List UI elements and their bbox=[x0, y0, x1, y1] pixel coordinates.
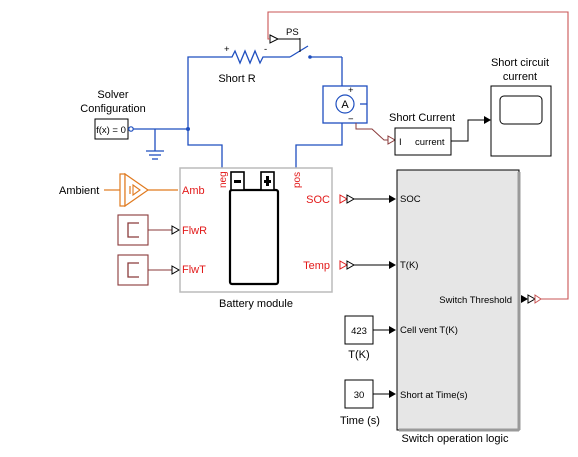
battery-module-block[interactable] bbox=[179, 167, 333, 293]
scope-block[interactable] bbox=[490, 85, 552, 157]
arrow-flwt bbox=[171, 265, 181, 275]
switch-operation-logic-block[interactable] bbox=[396, 169, 521, 432]
ammeter-minus: − bbox=[348, 114, 354, 125]
ps-switch[interactable]: PS bbox=[269, 27, 342, 59]
arrow-const-423 bbox=[389, 326, 396, 334]
short-r-minus: - bbox=[264, 44, 267, 55]
short-current-block[interactable]: I current bbox=[394, 127, 452, 156]
short-r-label: Short R bbox=[218, 73, 255, 85]
logic-label: Switch operation logic bbox=[401, 433, 509, 445]
scope-title-line2: current bbox=[503, 71, 537, 83]
battery-flwt-port: FlwT bbox=[182, 264, 206, 276]
ammeter-block[interactable]: A + − bbox=[322, 85, 368, 125]
wire-threshold-feedback bbox=[267, 11, 569, 300]
short-r-plus: + bbox=[224, 44, 230, 55]
logic-in-soc: SOC bbox=[400, 194, 421, 205]
short-r-resistor[interactable]: + - bbox=[224, 44, 270, 65]
solver-configuration-block[interactable]: f(x) = 0 bbox=[94, 118, 129, 140]
scope-title-line1: Short circuit bbox=[491, 57, 549, 69]
signal-temp bbox=[339, 260, 396, 270]
signal-soc bbox=[339, 194, 396, 204]
logic-in-tk: T(K) bbox=[400, 260, 418, 271]
arrow-const-30 bbox=[389, 390, 396, 398]
battery-soc-port: SOC bbox=[306, 194, 330, 206]
ps-label: PS bbox=[286, 27, 299, 38]
ammeter-plus: + bbox=[348, 85, 354, 96]
solver-title-line1: Solver bbox=[97, 89, 129, 101]
solver-title-line2: Configuration bbox=[80, 103, 145, 115]
ambient-label: Ambient bbox=[59, 185, 99, 197]
constant-30-block[interactable]: 30 bbox=[344, 379, 374, 409]
signal-threshold-out bbox=[521, 294, 542, 304]
ground-symbol bbox=[146, 129, 164, 160]
battery-flwr-port: FlwR bbox=[182, 225, 207, 237]
battery-module-label: Battery module bbox=[219, 298, 293, 310]
short-current-label: Short Current bbox=[389, 112, 455, 124]
constant-30-value: 30 bbox=[354, 390, 365, 401]
flwr-constant-block[interactable] bbox=[117, 214, 149, 246]
wire-to-scope bbox=[451, 119, 484, 142]
arrow-to-scope bbox=[484, 116, 491, 124]
short-current-port-out: current bbox=[415, 137, 445, 148]
arrow-flwr bbox=[171, 225, 181, 235]
flwt-constant-block[interactable] bbox=[117, 254, 149, 286]
wire-pos bbox=[295, 123, 343, 168]
short-current-port-in: I bbox=[399, 137, 402, 148]
wire-neg bbox=[187, 56, 225, 168]
junction-node bbox=[186, 127, 190, 131]
battery-neg-port: neg bbox=[218, 171, 229, 188]
wire-ammeter-out bbox=[355, 123, 390, 141]
ammeter-symbol: A bbox=[341, 99, 349, 111]
battery-temp-port: Temp bbox=[303, 260, 330, 272]
battery-amb-port: Amb bbox=[182, 185, 205, 197]
logic-in-vent: Cell vent T(K) bbox=[400, 325, 458, 336]
battery-pos-port: pos bbox=[292, 172, 303, 188]
constant-423-block[interactable]: 423 bbox=[344, 315, 374, 345]
constant-30-label: Time (s) bbox=[340, 415, 380, 427]
solver-port bbox=[128, 126, 134, 132]
logic-out-threshold: Switch Threshold bbox=[439, 295, 512, 306]
constant-423-label: T(K) bbox=[348, 349, 369, 361]
constant-423-value: 423 bbox=[351, 326, 367, 337]
solver-expression: f(x) = 0 bbox=[96, 125, 126, 136]
logic-in-short: Short at Time(s) bbox=[400, 390, 468, 401]
ambient-source-block[interactable] bbox=[104, 172, 150, 208]
